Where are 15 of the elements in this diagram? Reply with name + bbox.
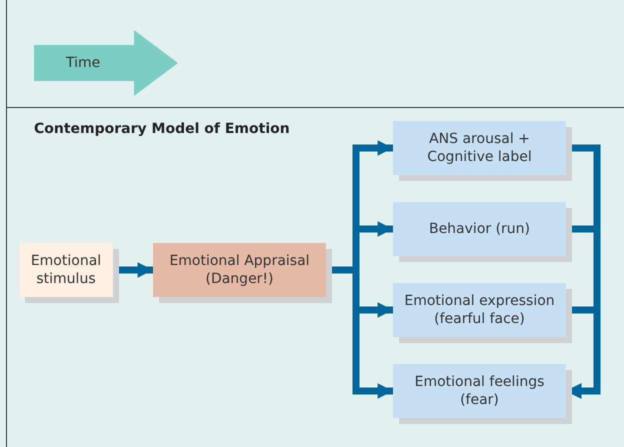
box-text: Emotional expression (fearful face) — [403, 292, 556, 328]
box-text: Emotional feelings (fear) — [414, 372, 546, 410]
process-box — [393, 283, 566, 337]
process-box — [393, 364, 566, 418]
process-box — [19, 243, 113, 297]
diagram-title: Contemporary Model of Emotion — [34, 121, 290, 137]
time-arrow — [34, 30, 178, 96]
box-text: Behavior (run) — [428, 220, 530, 238]
arrow-label: Time — [66, 55, 100, 71]
box-text: Emotional Appraisal (Danger!) — [168, 252, 311, 288]
process-box — [153, 243, 326, 297]
process-box — [393, 121, 566, 175]
box-text: ANS arousal + Cognitive label — [426, 130, 533, 166]
box-text: Emotional stimulus — [30, 252, 102, 288]
process-box — [393, 202, 566, 256]
